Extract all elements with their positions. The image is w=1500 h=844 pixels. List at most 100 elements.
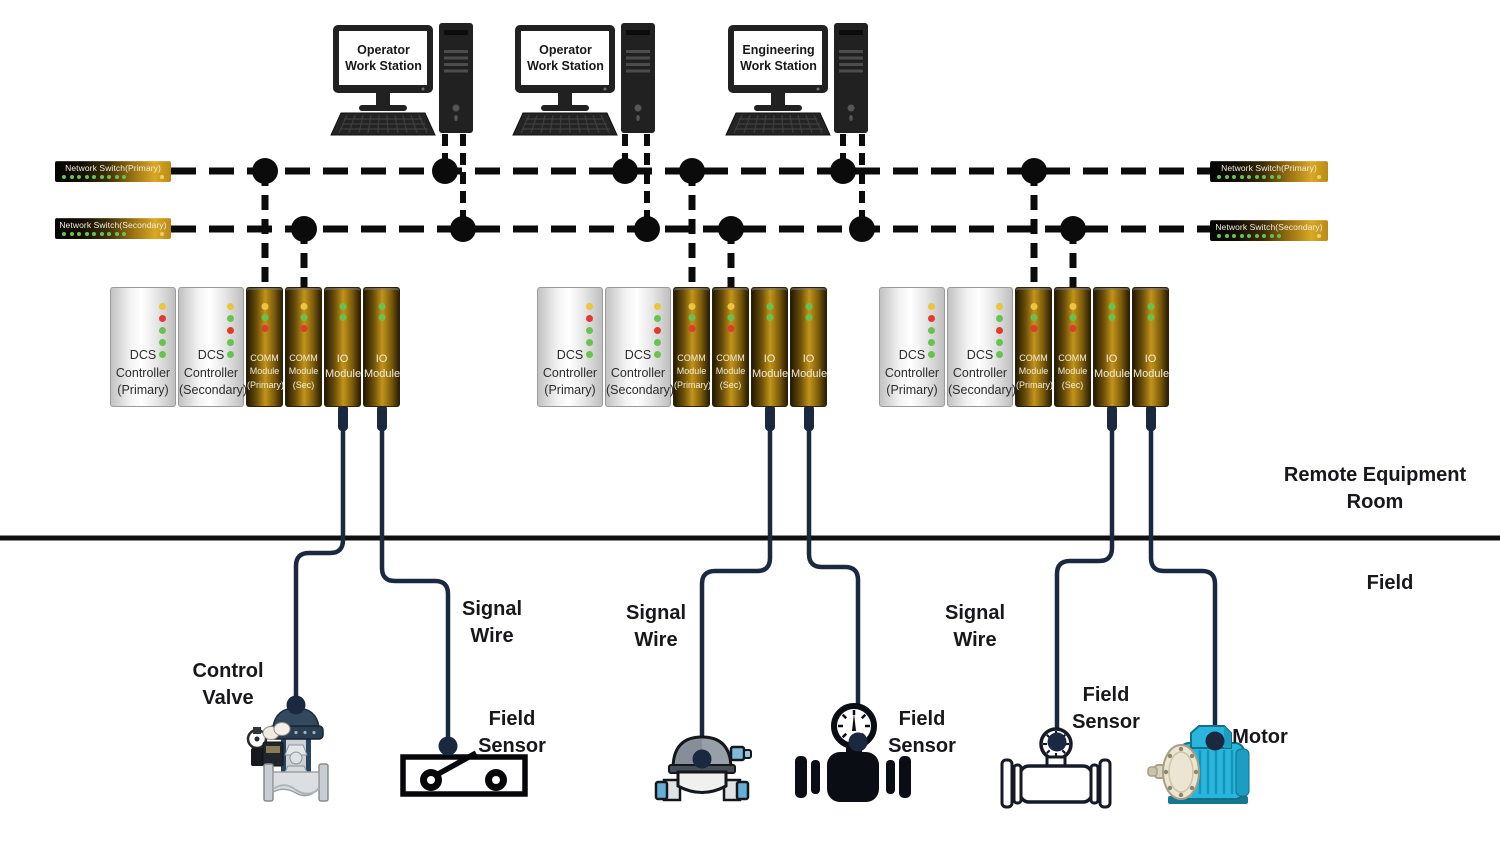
status-leds (1030, 303, 1037, 332)
led-indicator (1108, 303, 1115, 310)
led-indicator (928, 303, 935, 310)
led-indicator (688, 314, 695, 321)
led-indicator (654, 351, 661, 358)
led-indicator (1317, 175, 1321, 179)
led-indicator (159, 315, 166, 322)
led-indicator (928, 315, 935, 322)
led-indicator (688, 325, 695, 332)
led-indicator (586, 339, 593, 346)
led-indicator (996, 303, 1003, 310)
status-leds (727, 303, 734, 332)
led-indicator (107, 175, 111, 179)
led-indicator (928, 351, 935, 358)
wire-endpoint-dots (286, 695, 1225, 769)
led-indicator (114, 232, 119, 236)
motor-label: Motor (1232, 726, 1288, 748)
led-indicator (62, 232, 66, 236)
status-leds (805, 303, 812, 321)
led-indicator (261, 314, 268, 321)
status-leds (928, 303, 935, 358)
status-leds (996, 303, 1003, 358)
led-indicator (1232, 234, 1236, 238)
led-indicator (1269, 234, 1274, 238)
led-indicator (727, 325, 734, 332)
workstation-network-legs (442, 134, 865, 229)
valve-with-gauge-icon (795, 703, 911, 802)
status-leds (339, 303, 346, 321)
led-indicator (1254, 175, 1259, 179)
led-indicator (586, 315, 593, 322)
status-leds (766, 303, 773, 321)
led-indicator (727, 314, 734, 321)
led-indicator (1030, 325, 1037, 332)
led-indicator (654, 327, 661, 334)
network-switch-secondary-right: Network Switch(Secondary) (1210, 220, 1328, 241)
limit-switch-icon (400, 750, 528, 797)
signal-wires (293, 415, 1218, 755)
led-indicator (1069, 325, 1076, 332)
led-indicator (766, 303, 773, 310)
led-indicator (654, 315, 661, 322)
led-indicator (996, 339, 1003, 346)
zone-label-field: Field (1366, 572, 1414, 594)
status-leds (378, 303, 385, 321)
led-indicator (227, 315, 234, 322)
network-switch-secondary-left: Network Switch(Secondary) (55, 218, 171, 239)
led-indicator (1232, 175, 1236, 179)
led-indicator (92, 232, 96, 236)
led-indicator (1247, 234, 1251, 238)
motor-icon (1147, 725, 1250, 804)
led-indicator (1224, 175, 1229, 179)
switch-led-row (55, 232, 171, 236)
led-indicator (1147, 314, 1154, 321)
status-leds (1147, 303, 1154, 321)
status-leds (300, 303, 307, 332)
led-indicator (339, 314, 346, 321)
led-indicator (928, 327, 935, 334)
led-indicator (1217, 175, 1221, 179)
led-indicator (586, 327, 593, 334)
led-indicator (1239, 175, 1244, 179)
led-indicator (1147, 303, 1154, 310)
led-indicator (261, 303, 268, 310)
led-indicator (996, 351, 1003, 358)
led-indicator (1247, 175, 1251, 179)
status-leds (688, 303, 695, 332)
led-indicator (996, 315, 1003, 322)
led-indicator (1317, 234, 1321, 238)
status-leds (227, 303, 234, 358)
led-indicator (1069, 303, 1076, 310)
status-leds (159, 303, 166, 358)
led-indicator (227, 327, 234, 334)
led-indicator (1224, 234, 1229, 238)
led-indicator (92, 175, 96, 179)
led-indicator (227, 303, 234, 310)
network-switch-primary-right: Network Switch(Primary) (1210, 161, 1328, 182)
led-indicator (77, 232, 81, 236)
led-indicator (996, 327, 1003, 334)
led-indicator (378, 303, 385, 310)
transmitter-icon (654, 735, 752, 802)
bus-junction-dots (252, 158, 1086, 242)
led-indicator (261, 325, 268, 332)
led-indicator (654, 339, 661, 346)
control-valve-icon (246, 707, 329, 802)
